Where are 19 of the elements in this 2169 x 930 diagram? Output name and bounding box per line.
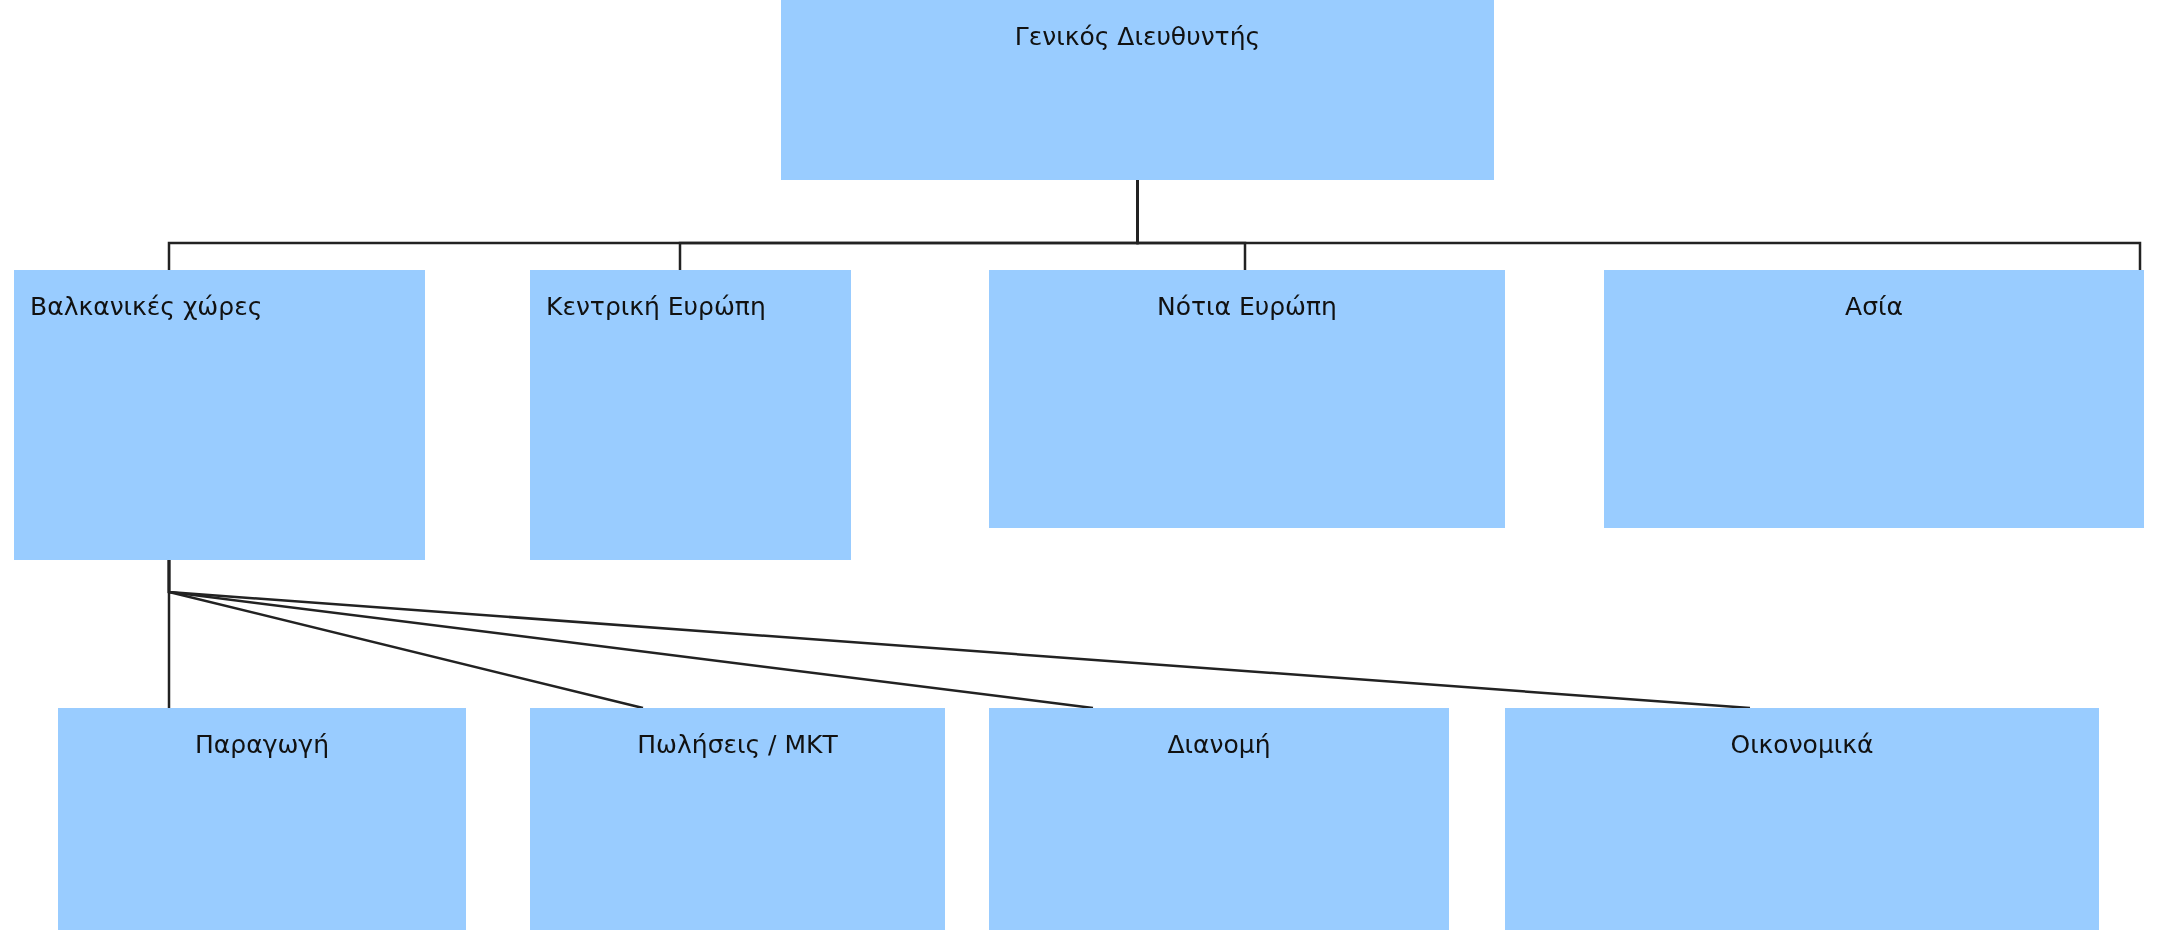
box-label: Βαλκανικές χώρες (30, 292, 264, 321)
org-box (530, 708, 945, 930)
org-box (58, 708, 466, 930)
org-box (530, 270, 851, 560)
box-label: Παραγωγή (194, 730, 330, 759)
org-box (1505, 708, 2099, 930)
box-label: Γενικός Διευθυντής (1013, 22, 1262, 51)
connector-line (167, 560, 1751, 710)
box-label: Οικονομικά (1729, 730, 1875, 759)
box-label: Ασία (1844, 292, 1904, 321)
org-box (781, 0, 1494, 180)
org-box (1604, 270, 2144, 528)
org-box (989, 708, 1449, 930)
box-label: Κεντρική Ευρώπη (546, 292, 767, 321)
org-box (14, 270, 425, 560)
box-label: Διανομή (1166, 730, 1272, 759)
org-box (989, 270, 1505, 528)
box-label: Πωλήσεις / ΜΚΤ (636, 730, 839, 759)
box-label: Νότια Ευρώπη (1156, 292, 1338, 321)
